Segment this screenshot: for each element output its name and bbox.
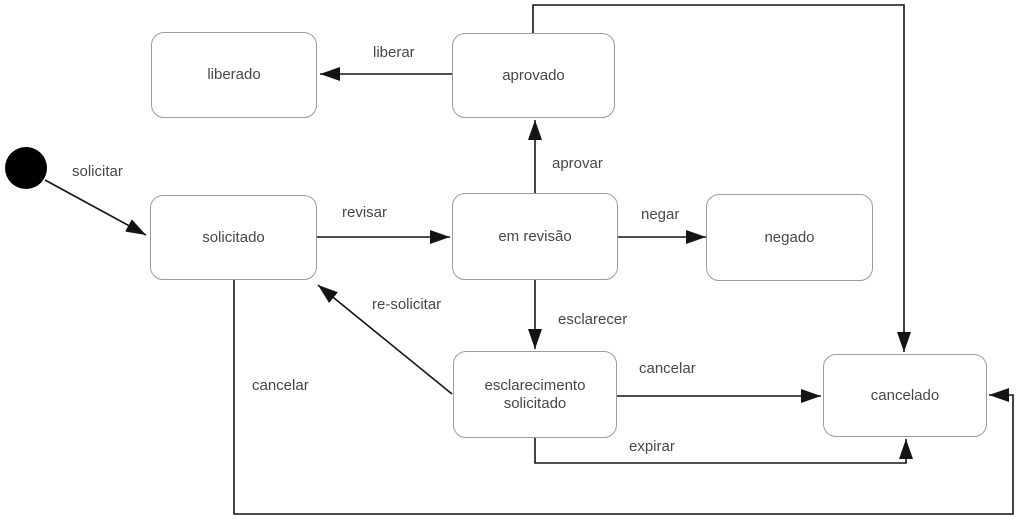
state-solicitado: solicitado [150, 195, 317, 280]
transition-label-cancelar-solicitado: cancelar [252, 377, 309, 394]
transition-re-solicitar-arrow [317, 284, 453, 395]
state-negado: negado [706, 194, 873, 281]
transition-label-re-solicitar: re-solicitar [372, 296, 442, 313]
state-label: cancelado [870, 386, 940, 404]
transition-label-cancelar-esclarecimento: cancelar [639, 360, 696, 377]
state-label: solicitado [202, 228, 265, 246]
state-label: negado [764, 228, 815, 246]
transition-label-aprovar: aprovar [552, 155, 603, 172]
state-esclarecimento-solicitado: esclarecimento solicitado [453, 351, 617, 438]
state-aprovado: aprovado [452, 33, 615, 118]
transition-label-esclarecer: esclarecer [558, 311, 628, 328]
transition-aprovado-cancelado-arrow [532, 4, 911, 352]
transition-solicitar-arrow [44, 179, 147, 236]
initial-state-marker [5, 147, 47, 189]
transition-label-liberar: liberar [373, 44, 415, 61]
state-cancelado: cancelado [823, 354, 987, 437]
transition-label-negar: negar [641, 206, 680, 223]
state-liberado: liberado [151, 32, 317, 118]
state-label: aprovado [502, 66, 565, 84]
transition-expirar-arrow [534, 438, 913, 464]
transition-label-revisar: revisar [342, 204, 388, 221]
state-label: liberado [207, 66, 261, 83]
state-em-revisao: em revisão [452, 193, 618, 280]
state-label: esclarecimento solicitado [484, 376, 586, 412]
state-label: em revisão [498, 227, 572, 245]
transition-label-expirar: expirar [629, 438, 675, 455]
transition-label-solicitar: solicitar [72, 163, 123, 180]
transition-cancelar-solicitado-arrow [233, 280, 1014, 515]
